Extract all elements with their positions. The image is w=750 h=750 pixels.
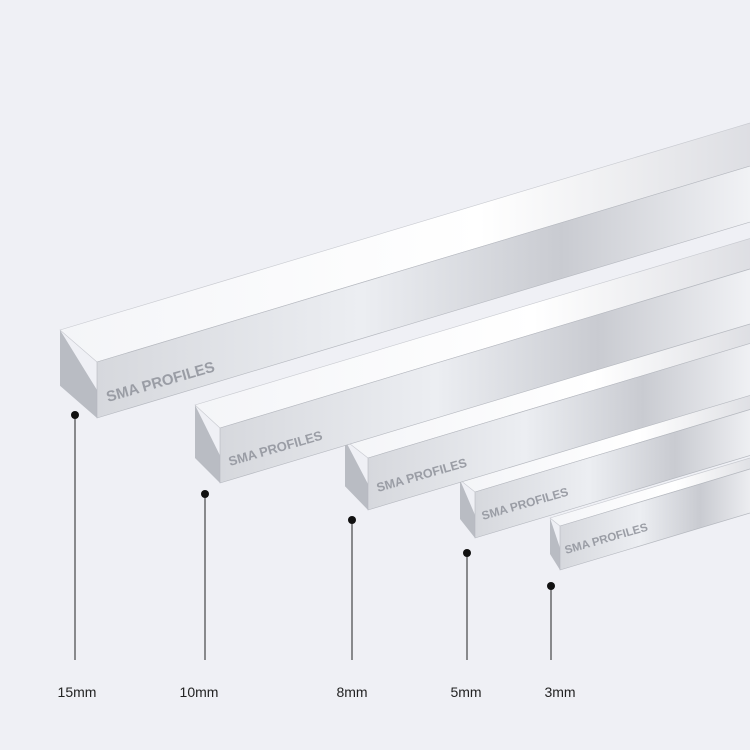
profile-front-face (96, 165, 750, 419)
profile-top-face (194, 238, 750, 429)
profile-end-cut (345, 440, 368, 510)
profile-front-face (367, 343, 750, 511)
size-label-15mm: 15mm (57, 684, 97, 700)
profile-top-face (59, 122, 750, 363)
profile-front-face (559, 468, 750, 571)
marker-dot (348, 516, 356, 524)
marker-dot (463, 549, 471, 557)
marker-dot (71, 411, 79, 419)
marker-dot (547, 582, 555, 590)
profile-front-face (474, 409, 750, 539)
size-label-8mm: 8mm (336, 684, 368, 700)
profile-end-cut (60, 330, 97, 418)
size-label-5mm: 5mm (450, 684, 482, 700)
profile-front-face (219, 268, 750, 484)
profile-end-cut (195, 405, 220, 483)
marker-dot (201, 490, 209, 498)
profile-end-cut (550, 518, 560, 570)
profile-top-face (549, 457, 750, 527)
profile-end-cut (460, 480, 475, 538)
size-label-3mm: 3mm (544, 684, 576, 700)
size-label-10mm: 10mm (179, 684, 219, 700)
